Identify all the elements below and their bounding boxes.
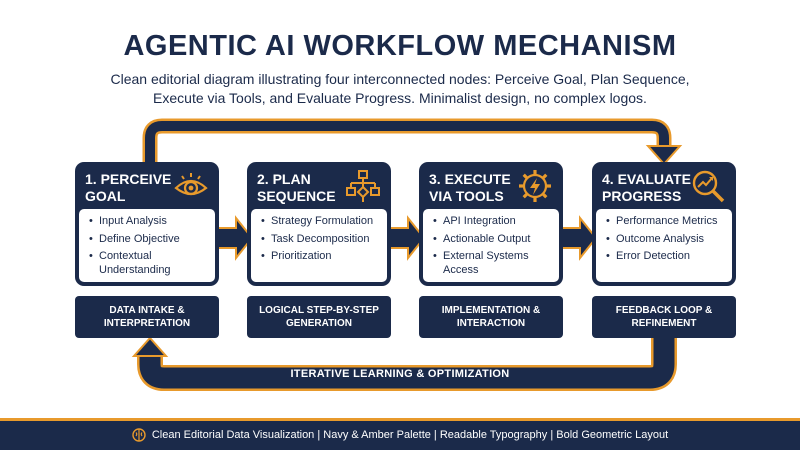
list-item: API Integration <box>433 215 559 229</box>
list-item: Performance Metrics <box>606 215 732 229</box>
node-body: Strategy Formulation Task Decomposition … <box>251 209 387 282</box>
list-item: Contextual Understanding <box>89 250 215 277</box>
node-title: 3. EXECUTE VIA TOOLS <box>429 171 511 204</box>
bottom-loop-arrowhead <box>131 336 169 357</box>
node-body: Input Analysis Define Objective Contextu… <box>79 209 215 282</box>
page-title: AGENTIC AI WORKFLOW MECHANISM <box>123 30 677 62</box>
node-plan-sequence: 2. PLAN SEQUENCE Strategy Formulation Ta… <box>247 162 391 286</box>
list-item: Actionable Output <box>433 233 559 247</box>
node-tag: FEEDBACK LOOP & REFINEMENT <box>592 296 736 338</box>
top-loop-arrow <box>142 118 672 162</box>
node-title: 4. EVALUATE PROGRESS <box>602 171 691 204</box>
loop-label: ITERATIVE LEARNING & OPTIMIZATION <box>290 368 510 380</box>
arrow-3-4 <box>561 215 598 261</box>
page-subtitle: Clean editorial diagram illustrating fou… <box>110 71 690 106</box>
brain-icon <box>132 428 146 442</box>
magnifier-chart-icon <box>692 170 725 203</box>
list-item: External Systems Access <box>433 250 559 277</box>
node-perceive-goal: 1. PERCEIVE GOAL Input Analysis Define O… <box>75 162 219 286</box>
list-item: Strategy Formulation <box>261 215 387 229</box>
flowchart-icon <box>346 170 380 202</box>
node-evaluate-progress: 4. EVALUATE PROGRESS Performance Metrics… <box>592 162 736 286</box>
node-tag: LOGICAL STEP-BY-STEP GENERATION <box>247 296 391 338</box>
node-title: 2. PLAN SEQUENCE <box>257 171 336 204</box>
arrow-1-2 <box>217 215 254 261</box>
node-execute-tools: 3. EXECUTE VIA TOOLS API Integration Act… <box>419 162 563 286</box>
eye-icon <box>174 173 208 196</box>
list-item: Define Objective <box>89 233 215 247</box>
list-item: Error Detection <box>606 250 732 264</box>
gear-lightning-icon <box>519 170 551 202</box>
list-item: Prioritization <box>261 250 387 264</box>
list-item: Input Analysis <box>89 215 215 229</box>
node-title: 1. PERCEIVE GOAL <box>85 171 172 204</box>
top-loop-arrowhead <box>645 145 683 166</box>
node-tag: IMPLEMENTATION & INTERACTION <box>419 296 563 338</box>
arrow-2-3 <box>389 215 426 261</box>
node-body: Performance Metrics Outcome Analysis Err… <box>596 209 732 282</box>
footer-text: Clean Editorial Data Visualization | Nav… <box>151 428 669 441</box>
footer-bar: Clean Editorial Data Visualization | Nav… <box>0 418 800 450</box>
list-item: Task Decomposition <box>261 233 387 247</box>
node-body: API Integration Actionable Output Extern… <box>423 209 559 282</box>
list-item: Outcome Analysis <box>606 233 732 247</box>
node-tag: DATA INTAKE & INTERPRETATION <box>75 296 219 338</box>
